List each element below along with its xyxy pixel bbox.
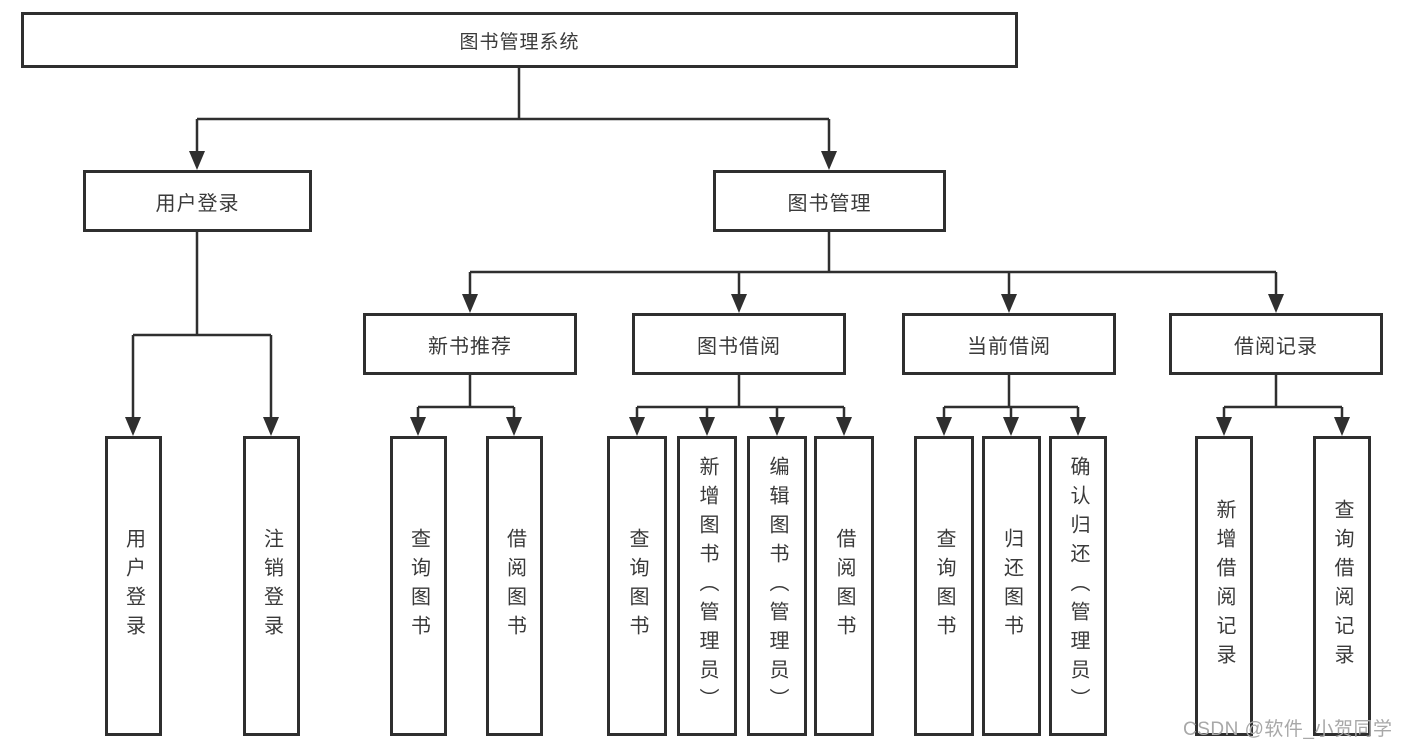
leaf-borrow-books-borrowing: 借阅图书: [814, 436, 874, 736]
node-label: 确认归还（管理员）: [1067, 455, 1089, 717]
arrow-down-icon: [1001, 294, 1017, 313]
node-new-book-recommendation: 新书推荐: [363, 313, 577, 375]
arrow-down-icon: [769, 417, 785, 436]
node-label: 图书管理: [787, 192, 872, 215]
leaf-borrow-books-recommend: 借阅图书: [486, 436, 543, 736]
node-label: 当前借阅: [967, 335, 1051, 358]
leaf-query-books-recommend: 查询图书: [390, 436, 447, 736]
arrow-down-icon: [629, 417, 645, 436]
leaf-return-books: 归还图书: [982, 436, 1041, 736]
node-label: 借阅图书: [833, 528, 855, 644]
node-current-borrowing: 当前借阅: [902, 313, 1116, 375]
arrow-down-icon: [821, 151, 837, 170]
leaf-query-borrow-record: 查询借阅记录: [1313, 436, 1371, 736]
node-label: 用户登录: [155, 192, 240, 215]
node-borrowing-records: 借阅记录: [1169, 313, 1383, 375]
arrow-down-icon: [1216, 417, 1232, 436]
arrowheads: [125, 151, 1350, 436]
arrow-down-icon: [1334, 417, 1350, 436]
node-label: 查询图书: [626, 528, 648, 644]
node-label: 用户登录: [122, 528, 145, 644]
leaf-query-books-borrowing: 查询图书: [607, 436, 667, 736]
node-label: 新书推荐: [428, 335, 512, 358]
arrow-down-icon: [506, 417, 522, 436]
arrow-down-icon: [410, 417, 426, 436]
arrow-down-icon: [731, 294, 747, 313]
node-label: 图书借阅: [697, 335, 781, 358]
leaf-edit-books-admin: 编辑图书（管理员）: [747, 436, 807, 736]
arrow-down-icon: [189, 151, 205, 170]
arrow-down-icon: [936, 417, 952, 436]
leaf-logout: 注销登录: [243, 436, 300, 736]
node-label: 借阅图书: [503, 528, 526, 644]
watermark: CSDN @软件_小贺同学: [1183, 719, 1393, 740]
leaf-confirm-return-admin: 确认归还（管理员）: [1049, 436, 1107, 736]
arrow-down-icon: [1268, 294, 1284, 313]
arrow-down-icon: [263, 417, 279, 436]
node-label: 查询图书: [933, 528, 955, 644]
leaf-add-books-admin: 新增图书（管理员）: [677, 436, 737, 736]
node-label: 查询图书: [407, 528, 430, 644]
leaf-user-login: 用户登录: [105, 436, 162, 736]
arrow-down-icon: [1003, 417, 1019, 436]
node-book-borrowing: 图书借阅: [632, 313, 846, 375]
node-label: 编辑图书（管理员）: [766, 455, 788, 717]
node-user-login: 用户登录: [83, 170, 312, 232]
arrow-down-icon: [699, 417, 715, 436]
node-library-management-system: 图书管理系统: [21, 12, 1018, 68]
node-label: 图书管理系统: [459, 31, 580, 53]
node-label: 归还图书: [1000, 528, 1023, 644]
node-label: 新增借阅记录: [1213, 499, 1235, 673]
node-label: 注销登录: [260, 528, 283, 644]
arrow-down-icon: [1070, 417, 1086, 436]
node-label: 借阅记录: [1234, 335, 1318, 358]
leaf-add-borrow-record: 新增借阅记录: [1195, 436, 1253, 736]
arrow-down-icon: [462, 294, 478, 313]
node-label: 新增图书（管理员）: [696, 455, 718, 717]
node-label: 查询借阅记录: [1331, 499, 1353, 673]
node-book-management: 图书管理: [713, 170, 946, 232]
leaf-query-books-current: 查询图书: [914, 436, 974, 736]
arrow-down-icon: [125, 417, 141, 436]
arrow-down-icon: [836, 417, 852, 436]
